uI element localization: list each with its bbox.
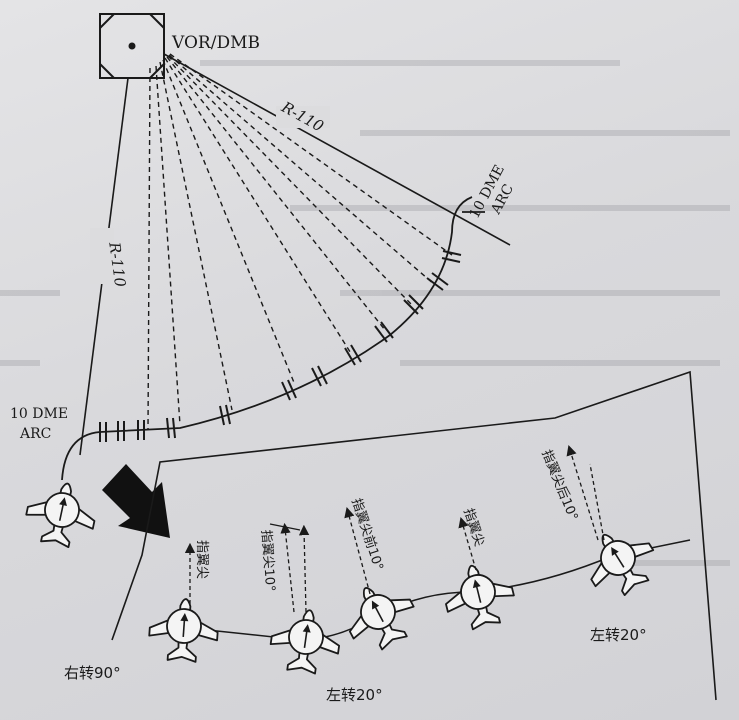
aircraft-icon [266, 604, 345, 678]
aircraft-icon [146, 595, 221, 665]
arc-label-right: 10 DME ARC [467, 158, 525, 229]
wingtip-tick [269, 523, 301, 531]
radial-line-right [163, 53, 511, 246]
intercept-route-inner [159, 539, 691, 641]
station-label: VOR/DMB [171, 33, 260, 53]
wingtip-label-3: 指翼尖前10° [348, 496, 386, 572]
arc-label-left: 10 DME ARC [10, 406, 73, 442]
dashed-radials [147, 53, 453, 431]
aircraft-icon [20, 475, 102, 553]
aircraft-icon [334, 571, 426, 660]
dme-arc-path [61, 196, 473, 481]
intercept-route-outer [111, 370, 717, 701]
aircraft-icon [437, 556, 521, 636]
radial-label-left-bg [90, 228, 114, 284]
turn-label-left-20-b: 左转20° [590, 626, 647, 644]
turn-label-right-90: 右转90° [64, 664, 121, 682]
wingtip-reference-lines [184, 445, 605, 613]
wingtip-label-2: 指翼尖10° [258, 529, 277, 592]
wingtip-label-1: 指翼尖 [194, 540, 209, 579]
turn-label-left-20-a: 左转20° [326, 686, 383, 704]
background-text-lines [0, 60, 730, 566]
dme-tick-icon [99, 250, 462, 442]
wingtip-label-5: 指翼尖后10° [538, 448, 580, 523]
radial-label-right-bg [276, 106, 330, 128]
heading-arrow-icon [102, 464, 170, 538]
vor-dme-station-icon [99, 13, 165, 79]
